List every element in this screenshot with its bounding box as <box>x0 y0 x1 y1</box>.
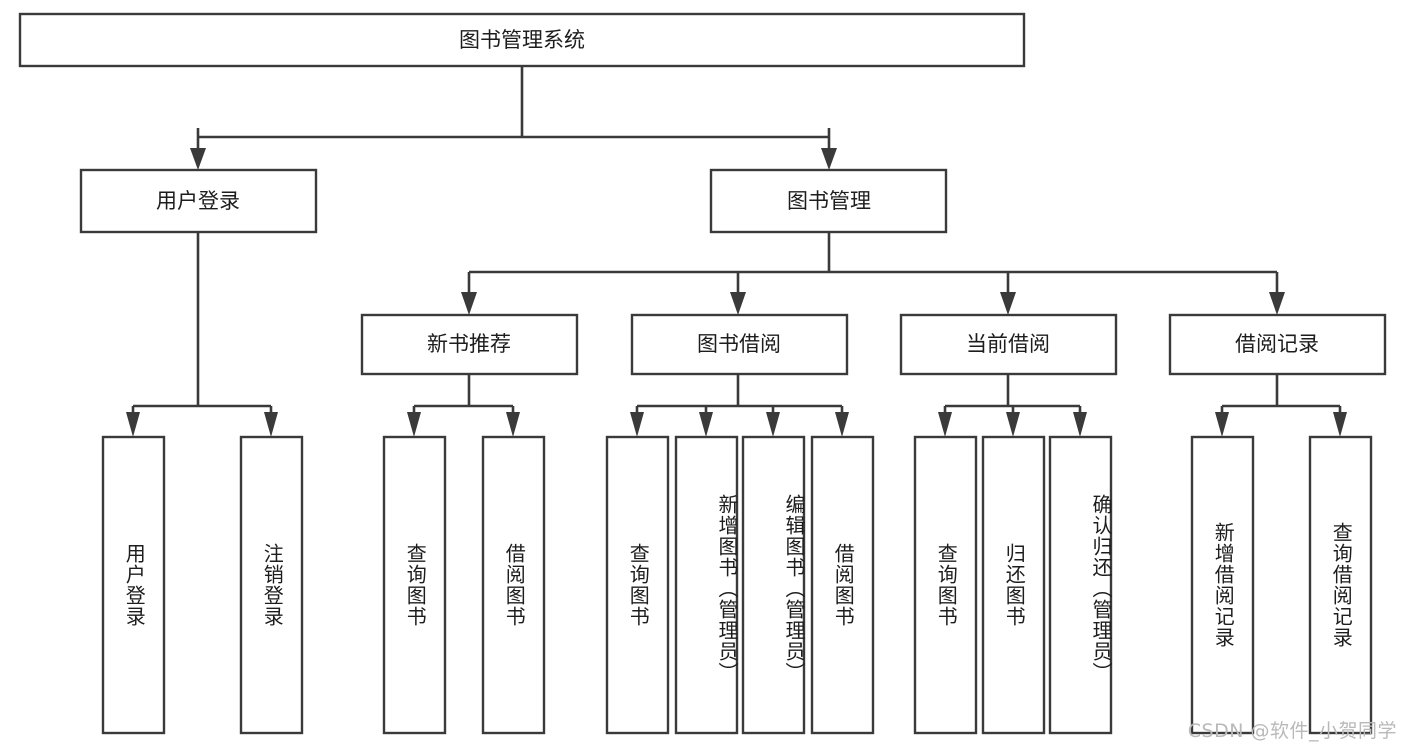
node-user-login[interactable]: 用户登录 <box>79 168 318 234</box>
leaf-boxes-book-borrow <box>605 435 875 735</box>
leaf-box-borrow-record-0[interactable] <box>1190 435 1255 735</box>
arrowhead-userlogin-0 <box>126 412 140 437</box>
leaf-box-new-book-1[interactable] <box>481 435 546 735</box>
leaf-boxes-current-borrow <box>913 435 1113 735</box>
arrowhead-current-2 <box>1073 412 1087 437</box>
leaf-box-current-borrow-0[interactable] <box>913 435 978 735</box>
leaf-box-user-login-1[interactable] <box>239 435 304 735</box>
arrowhead-borrow-0 <box>630 412 644 437</box>
node-current-borrow-label: 当前借阅 <box>966 332 1050 356</box>
arrowhead-level3-3 <box>1269 292 1285 315</box>
leaf-box-user-login-0[interactable] <box>101 435 166 735</box>
arrowhead-current-0 <box>938 412 952 437</box>
leaf-box-current-borrow-2[interactable] <box>1048 435 1113 735</box>
arrowhead-borrow-1 <box>699 412 713 437</box>
node-borrow-record[interactable]: 借阅记录 <box>1168 313 1387 376</box>
connector-layer <box>126 66 1347 437</box>
node-current-borrow[interactable]: 当前借阅 <box>899 313 1118 376</box>
node-book-borrow-box[interactable] <box>630 313 849 376</box>
node-current-borrow-box[interactable] <box>899 313 1118 376</box>
leaf-box-borrow-record-1[interactable] <box>1308 435 1373 735</box>
leaf-box-book-borrow-3[interactable] <box>810 435 875 735</box>
node-user-login-box[interactable] <box>79 168 318 234</box>
node-book-borrow-label: 图书借阅 <box>697 332 781 356</box>
leaf-boxes-user-login <box>101 435 304 735</box>
leaf-box-book-borrow-2[interactable] <box>741 435 806 735</box>
node-book-borrow[interactable]: 图书借阅 <box>630 313 849 376</box>
arrowhead-level3-0 <box>461 292 477 315</box>
leaf-box-new-book-0[interactable] <box>382 435 447 735</box>
arrowhead-current-1 <box>1006 412 1020 437</box>
arrowhead-newbook-1 <box>506 412 520 437</box>
node-root-box[interactable] <box>18 12 1026 68</box>
node-book-management[interactable]: 图书管理 <box>709 168 948 234</box>
leaf-box-book-borrow-1[interactable] <box>674 435 739 735</box>
arrowhead-borrow-3 <box>835 412 849 437</box>
node-new-book-recommend-label: 新书推荐 <box>427 332 511 356</box>
arrowhead-level3-2 <box>1000 292 1016 315</box>
arrowhead-borrow-2 <box>766 412 780 437</box>
node-new-book-recommend-box[interactable] <box>360 313 579 376</box>
arrowhead-level2-1 <box>821 148 837 170</box>
csdn-watermark: CSDN @软件_小贺同学 <box>1187 720 1397 742</box>
node-root[interactable]: 图书管理系统 <box>18 12 1026 68</box>
arrowhead-level3-1 <box>730 292 746 315</box>
leaf-box-current-borrow-1[interactable] <box>981 435 1046 735</box>
arrowhead-newbook-0 <box>407 412 421 437</box>
leaf-boxes-borrow-record <box>1190 435 1373 735</box>
leaf-box-book-borrow-0[interactable] <box>605 435 670 735</box>
arrowhead-record-1 <box>1333 412 1347 437</box>
node-book-management-label: 图书管理 <box>787 189 871 213</box>
arrowhead-record-0 <box>1215 412 1229 437</box>
node-root-label: 图书管理系统 <box>459 28 585 52</box>
node-book-management-box[interactable] <box>709 168 948 234</box>
node-borrow-record-box[interactable] <box>1168 313 1387 376</box>
node-user-login-label: 用户登录 <box>156 189 240 213</box>
arrowhead-userlogin-1 <box>264 412 278 437</box>
arrowhead-level2-0 <box>190 148 206 170</box>
node-borrow-record-label: 借阅记录 <box>1235 332 1319 356</box>
leaf-boxes-new-book <box>382 435 546 735</box>
node-new-book-recommend[interactable]: 新书推荐 <box>360 313 579 376</box>
